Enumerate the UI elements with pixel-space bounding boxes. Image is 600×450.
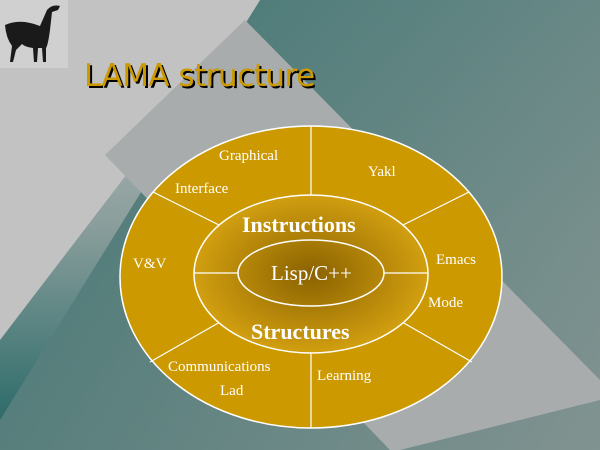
label-instructions: Instructions [242,212,356,237]
inner-ring [193,194,429,354]
label-interface: Interface [175,181,229,197]
label-core: Lisp/C++ [271,261,352,285]
label-mode: Mode [428,295,463,311]
label-graphical: Graphical [219,148,279,164]
label-vv: V&V [133,256,167,272]
label-communications: Communications [168,359,271,375]
llama-logo [0,0,68,68]
label-learning: Learning [317,368,372,384]
label-structures: Structures [251,319,350,344]
slide-title: LAMA structure [84,58,315,94]
label-emacs: Emacs [436,252,476,268]
label-yakl: Yakl [368,164,396,180]
label-lad: Lad [220,383,244,399]
core-ellipse [237,239,385,307]
